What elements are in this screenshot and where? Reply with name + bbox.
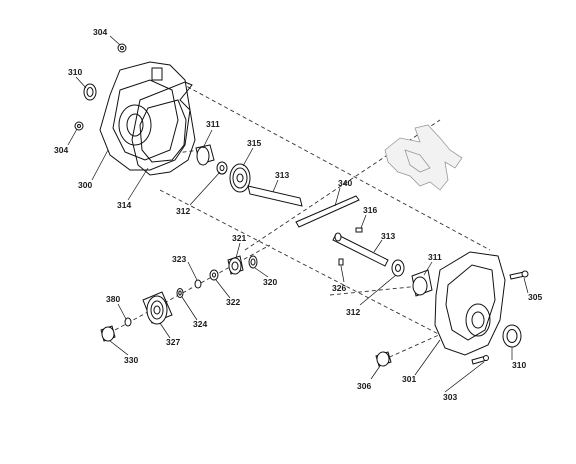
nut-304-left [74, 121, 84, 131]
callout-310-left: 310 [68, 67, 82, 77]
callout-304-top: 304 [93, 27, 107, 37]
gear-315 [229, 163, 251, 193]
plug-306 [375, 351, 392, 367]
callout-340: 340 [338, 178, 352, 188]
shaft-340 [295, 195, 360, 228]
callout-305: 305 [528, 292, 542, 302]
shaft-313-left [247, 185, 303, 207]
callout-323: 323 [172, 254, 186, 264]
gear-case-right-301 [434, 251, 506, 356]
callout-311-left: 311 [206, 119, 220, 129]
gasket-314 [131, 81, 196, 176]
nut-304-top [117, 43, 127, 53]
callout-301: 301 [402, 374, 416, 384]
ring-380 [124, 317, 132, 327]
callout-303: 303 [443, 392, 457, 402]
callout-310-right: 310 [512, 360, 526, 370]
ring-320 [248, 255, 258, 269]
shaft-313-right [332, 232, 389, 267]
callout-322: 322 [226, 297, 240, 307]
callout-326: 326 [332, 283, 346, 293]
seal-310-left [83, 83, 97, 101]
leader-lines [67, 35, 529, 393]
callout-306: 306 [357, 381, 371, 391]
callout-314: 314 [117, 200, 131, 210]
callout-312-left: 312 [176, 206, 190, 216]
callout-330: 330 [124, 355, 138, 365]
callout-324: 324 [193, 319, 207, 329]
callout-304-left: 304 [54, 145, 68, 155]
callout-312-right: 312 [346, 307, 360, 317]
screw-305 [509, 270, 529, 280]
washer-312-right [391, 259, 405, 277]
bushing-321 [227, 255, 244, 275]
callout-316: 316 [363, 205, 377, 215]
key-316 [355, 227, 363, 233]
callout-313-right: 313 [381, 231, 395, 241]
callout-labels: 304 310 304 300 314 311 312 315 313 340 … [54, 27, 542, 402]
alignment-lines [114, 79, 491, 361]
worm-gear-327 [142, 291, 173, 325]
callout-321: 321 [232, 233, 246, 243]
callout-320: 320 [263, 277, 277, 287]
bushing-330 [100, 325, 116, 342]
washer-322 [209, 269, 219, 281]
callout-313-left: 313 [275, 170, 289, 180]
pin-326 [338, 258, 344, 266]
callout-380: 380 [106, 294, 120, 304]
auger-ghost-part [384, 124, 463, 191]
callout-311-right: 311 [428, 252, 442, 262]
washer-312-left [216, 161, 228, 175]
callout-300: 300 [78, 180, 92, 190]
ring-323 [194, 279, 202, 289]
bushing-311-right [411, 269, 433, 297]
callout-327: 327 [166, 337, 180, 347]
callout-315: 315 [247, 138, 261, 148]
ring-324 [176, 288, 184, 298]
seal-310-right [502, 324, 522, 348]
screw-303 [471, 355, 489, 365]
bushing-311-left [195, 144, 215, 166]
